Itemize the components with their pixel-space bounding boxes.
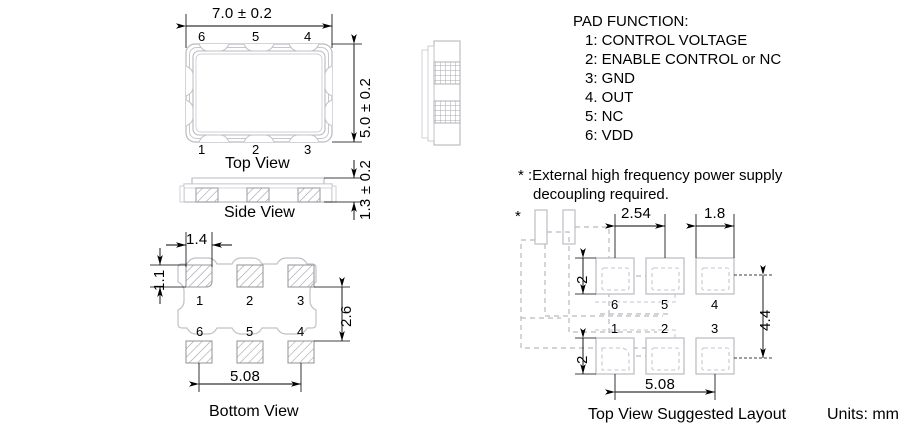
top-view-pin-5: 5 xyxy=(252,29,260,44)
bottom-view-label: Bottom View xyxy=(209,403,299,420)
pad-function-item-3: 3: GND xyxy=(585,70,636,87)
layout-pin-1: 1 xyxy=(611,321,619,336)
suggested-layout-geometry xyxy=(520,209,772,400)
top-view-width-dimension: 7.0 ± 0.2 xyxy=(212,5,273,22)
pad-function-item-4: 4. OUT xyxy=(585,89,634,106)
top-view-pin-4: 4 xyxy=(304,29,312,44)
bottom-view-pad-height-dimension: 1.1 xyxy=(151,269,168,291)
bottom-view-pad-pitch-horizontal-dimension: 5.08 xyxy=(230,368,260,385)
units-label: Units: mm xyxy=(827,406,899,423)
side-view-label: Side View xyxy=(224,204,295,221)
pad-function-item-2: 2: ENABLE CONTROL or NC xyxy=(585,51,782,68)
layout-pad-height-top-dimension: 2 xyxy=(574,275,591,284)
bottom-view-pin-5: 5 xyxy=(246,324,254,339)
layout-pad-height-bottom-dimension: 2 xyxy=(574,355,591,364)
bottom-view-pad-pitch-vertical-dimension: 2.6 xyxy=(338,305,355,327)
layout-pin-4: 4 xyxy=(711,297,719,312)
bottom-view-geometry xyxy=(150,232,350,392)
layout-pin-6: 6 xyxy=(611,297,619,312)
bottom-view-pin-4: 4 xyxy=(297,324,305,339)
top-view-label: Top View xyxy=(225,155,290,172)
footnote-line-2: decoupling required. xyxy=(533,186,669,203)
bottom-view-pin-6: 6 xyxy=(196,324,204,339)
bottom-view-pin-1: 1 xyxy=(196,293,204,308)
top-view-geometry xyxy=(176,14,362,143)
pad-function-item-5: 5: NC xyxy=(585,108,624,125)
layout-view-label: Top View Suggested Layout xyxy=(588,406,787,423)
pad-function-title: PAD FUNCTION: xyxy=(573,13,689,30)
bottom-view-pin-2: 2 xyxy=(246,293,254,308)
pad-function-item-6: 6: VDD xyxy=(585,127,634,144)
side-profile-geometry xyxy=(421,40,461,146)
pad-function-item-1: 1: CONTROL VOLTAGE xyxy=(585,32,748,49)
layout-pitch-dimension: 2.54 xyxy=(621,205,651,222)
layout-pin-3: 3 xyxy=(711,321,719,336)
side-view-height-dimension: 1.3 ± 0.2 xyxy=(357,159,374,220)
footnote-line-1: * :External high frequency power supply xyxy=(518,167,783,184)
layout-asterisk-marker: * xyxy=(515,208,521,225)
top-view-pin-2: 2 xyxy=(252,142,260,157)
side-view-geometry xyxy=(179,160,362,220)
layout-pin-5: 5 xyxy=(661,297,669,312)
layout-overall-height-dimension: 4.4 xyxy=(757,309,774,331)
layout-pin-2: 2 xyxy=(661,321,669,336)
bottom-view-pin-3: 3 xyxy=(297,293,305,308)
top-view-pin-1: 1 xyxy=(198,142,206,157)
top-view-pin-3: 3 xyxy=(304,142,312,157)
top-view-height-dimension: 5.0 ± 0.2 xyxy=(357,77,374,138)
layout-pad-width-dimension: 1.8 xyxy=(704,205,726,222)
layout-overall-width-dimension: 5.08 xyxy=(645,376,675,393)
top-view-pin-6: 6 xyxy=(198,29,206,44)
bottom-view-pad-width-dimension: 1.4 xyxy=(186,231,208,248)
